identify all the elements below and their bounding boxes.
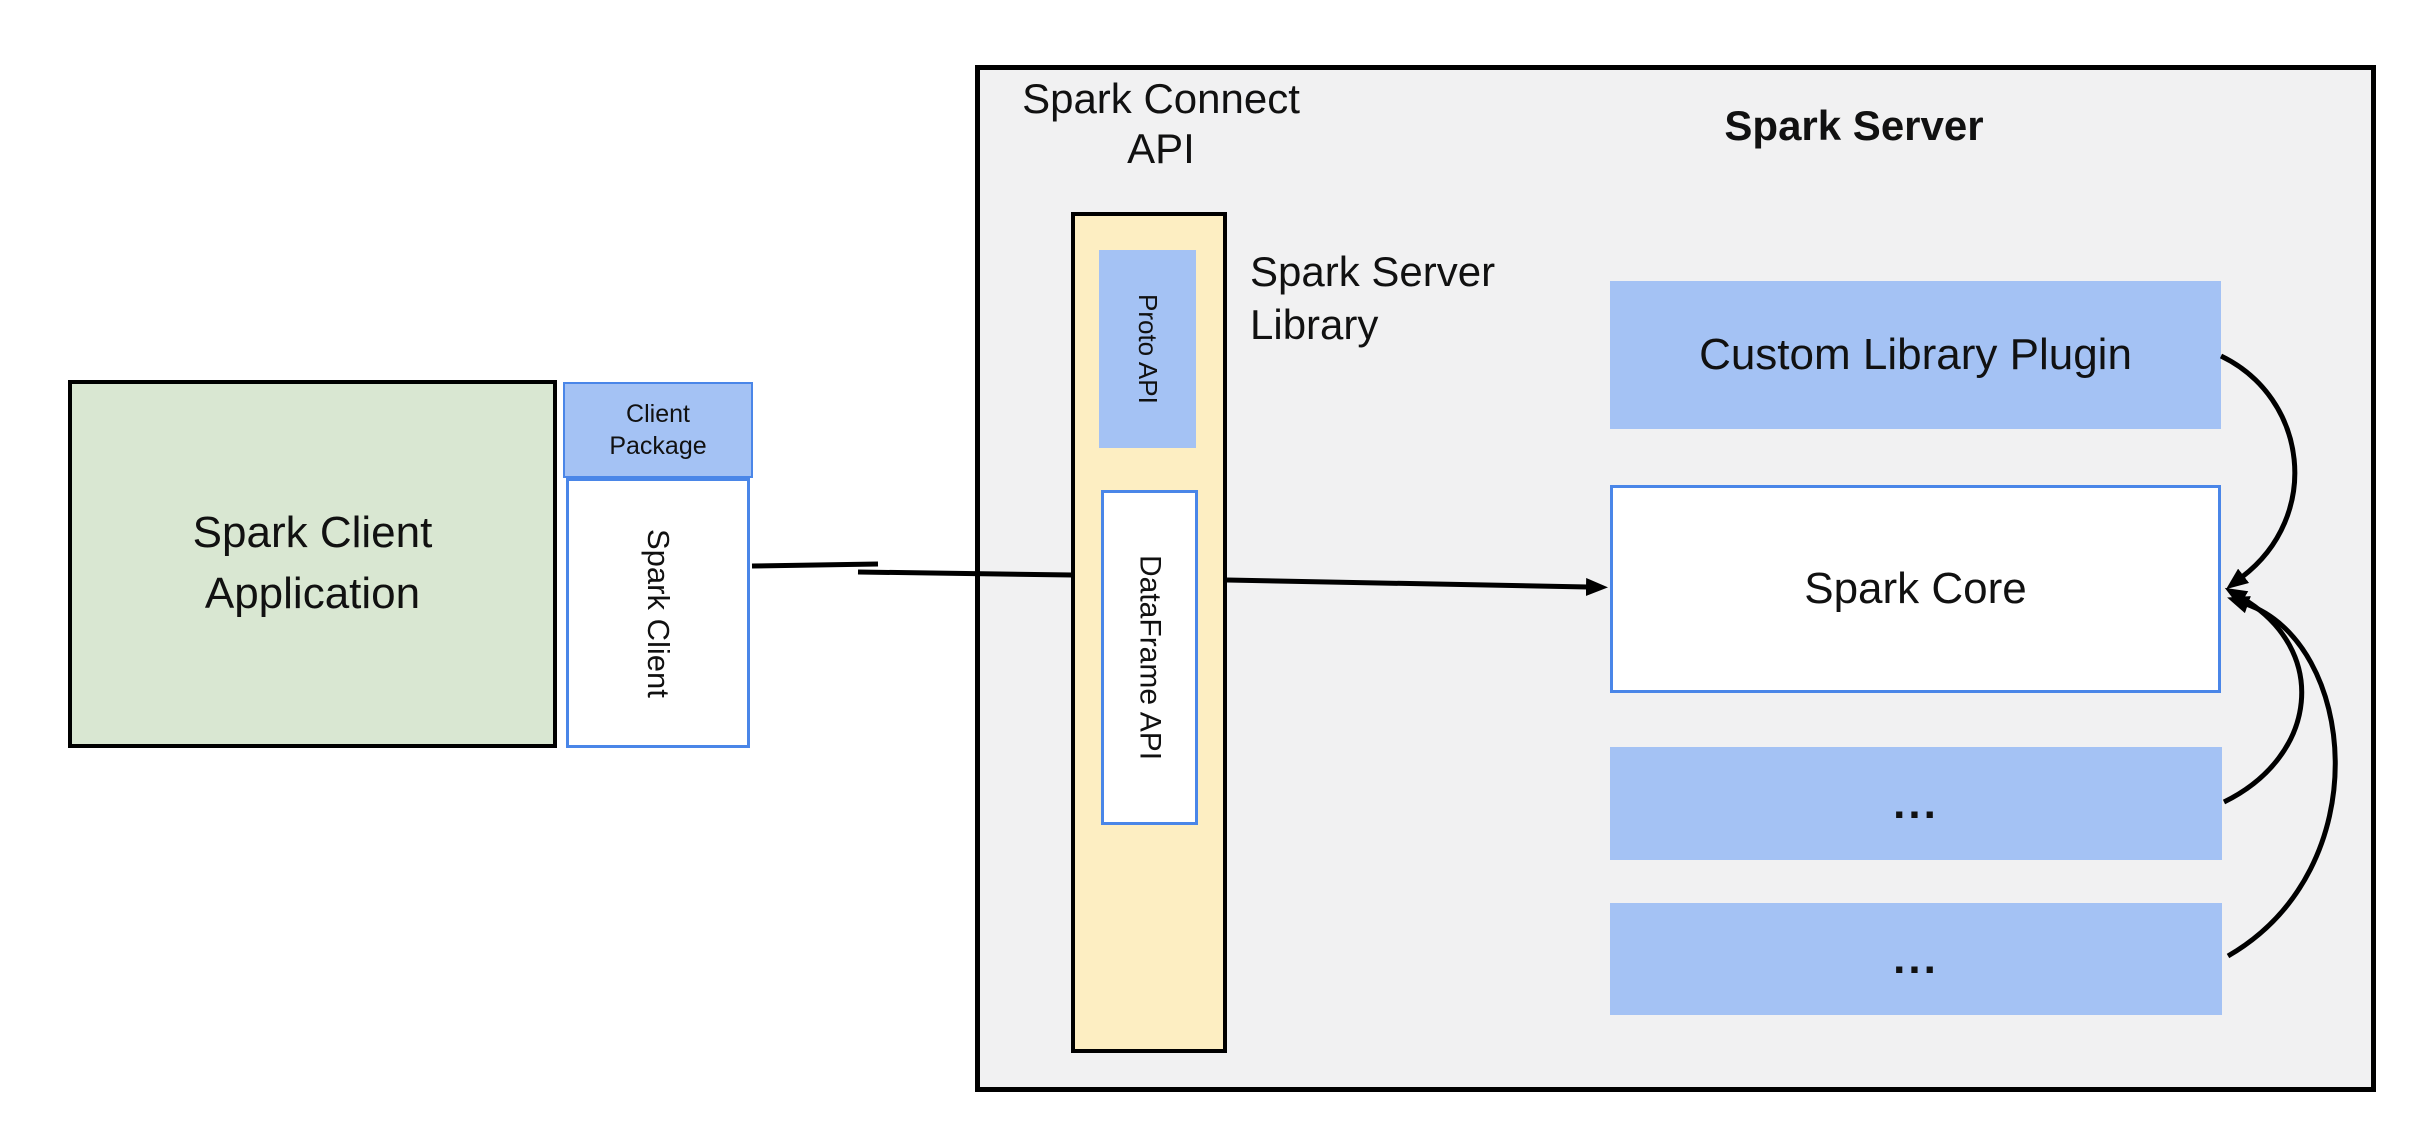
- plugin-placeholder-label-1: ...: [1893, 778, 1939, 828]
- spark-server-library-label: Spark Server Library: [1250, 248, 1496, 348]
- custom-library-plugin-label: Custom Library Plugin: [1699, 330, 2132, 379]
- spark-core-box: Spark Core: [1610, 485, 2221, 693]
- arrow-client-to-connect: [751, 561, 879, 569]
- client-package-label: Client Package: [609, 399, 707, 461]
- custom-library-plugin-box: Custom Library Plugin: [1610, 281, 2221, 429]
- dataframe-api-box: DataFrame API: [1101, 490, 1198, 825]
- spark-core-label: Spark Core: [1804, 564, 2027, 613]
- spark-client-label: Spark Client: [641, 528, 676, 698]
- spark-connect-api-label: Spark Connect API: [1022, 75, 1300, 173]
- plugin-placeholder-label-2: ...: [1893, 934, 1939, 983]
- proto-api-label: Proto API: [1133, 294, 1163, 404]
- plugin-placeholder-box-2: ...: [1610, 903, 2222, 1015]
- client-application-label: Spark Client Application: [192, 508, 433, 618]
- client-package-box: Client Package: [563, 382, 753, 478]
- client-application-box: Spark Client Application: [68, 380, 557, 748]
- proto-api-box: Proto API: [1099, 250, 1196, 448]
- spark-server-title: Spark Server: [1724, 102, 1984, 149]
- spark-client-box: Spark Client: [566, 478, 750, 748]
- plugin-placeholder-box-1: ...: [1610, 747, 2222, 860]
- dataframe-api-label: DataFrame API: [1133, 554, 1167, 761]
